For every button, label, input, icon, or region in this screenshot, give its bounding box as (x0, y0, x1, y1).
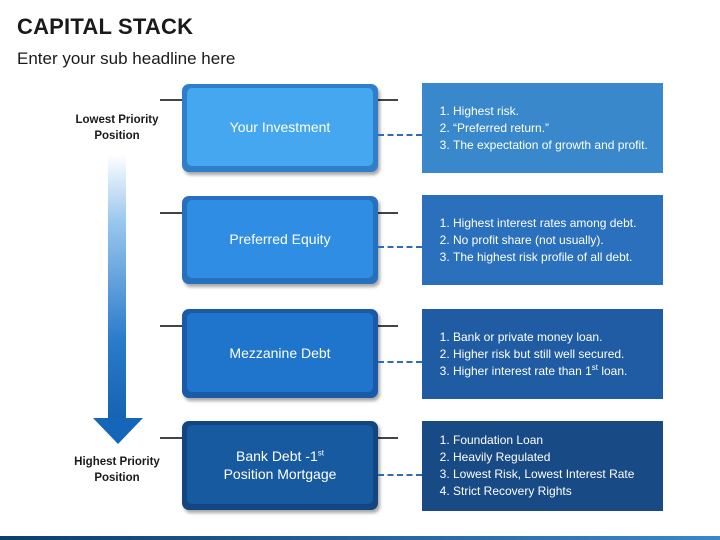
tier2-left-tick (160, 212, 186, 214)
tier1-right-tick (372, 99, 398, 101)
tier3-point-3-text: Higher interest rate than 1 (453, 363, 592, 378)
tier2-point-1: Highest interest rates among debt. (453, 215, 636, 232)
tier1-connector (378, 134, 422, 136)
tier4-point-3: Lowest Risk, Lowest Interest Rate (453, 466, 634, 483)
tier1-point-3: The expectation of growth and profit. (453, 137, 648, 154)
tier3-right-tick (372, 325, 398, 327)
tier4-point-2: Heavily Regulated (453, 449, 634, 466)
tier3-point-3-tail: loan. (597, 363, 628, 378)
tier4-right-tick (372, 437, 398, 439)
page-title: CAPITAL STACK (17, 14, 194, 39)
highest-priority-label: Highest Priority Position (52, 454, 182, 486)
tier1-box-face: Your Investment (187, 88, 373, 166)
lowest-priority-label: Lowest Priority Position (52, 112, 182, 144)
priority-down-arrow-icon (93, 154, 143, 444)
tier2-point-3: The highest risk profile of all debt. (453, 249, 636, 266)
tier4-point-4: Strict Recovery Rights (453, 483, 634, 500)
lowest-priority-line1: Lowest Priority (75, 114, 159, 126)
tier4-point-1: Foundation Loan (453, 432, 634, 449)
tier3-point-2: Higher risk but still well secured. (453, 346, 627, 363)
tier4-box-label-line1: Bank Debt -1st (236, 447, 324, 465)
tier2-points: Highest interest rates among debt. No pr… (422, 215, 644, 266)
page-subtitle: Enter your sub headline here (17, 49, 236, 68)
lowest-priority-line2: Position (94, 130, 140, 142)
bottom-accent-bar (0, 536, 720, 540)
tier2-connector (378, 246, 422, 248)
tier2-right-tick (372, 212, 398, 214)
tier2-panel: Highest interest rates among debt. No pr… (422, 195, 663, 285)
tier4-panel: Foundation Loan Heavily Regulated Lowest… (422, 421, 663, 511)
tier1-box: Your Investment (182, 84, 378, 172)
tier3-panel: Bank or private money loan. Higher risk … (422, 309, 663, 399)
tier1-left-tick (160, 99, 186, 101)
tier4-box: Bank Debt -1st Position Mortgage (182, 421, 378, 510)
highest-priority-line1: Highest Priority (74, 456, 160, 468)
tier4-box-label-sup: st (317, 447, 324, 457)
highest-priority-line2: Position (94, 472, 140, 484)
tier3-point-3: Higher interest rate than 1st loan. (453, 363, 627, 380)
tier4-connector (378, 474, 422, 476)
tier1-point-1: Highest risk. (453, 103, 648, 120)
tier2-box: Preferred Equity (182, 196, 378, 284)
tier2-box-face: Preferred Equity (187, 200, 373, 278)
tier3-box-label: Mezzanine Debt (229, 344, 331, 361)
tier4-box-label-text: Bank Debt -1 (236, 447, 318, 464)
tier3-connector (378, 361, 422, 363)
tier2-box-label: Preferred Equity (229, 231, 331, 247)
tier3-left-tick (160, 325, 186, 327)
tier2-point-2: No profit share (not usually). (453, 232, 636, 249)
tier3-point-3-sup: st (591, 362, 598, 372)
tier3-box: Mezzanine Debt (182, 309, 378, 398)
tier1-panel: Highest risk. “Preferred return.” The ex… (422, 83, 663, 173)
tier4-box-label-line2: Position Mortgage (223, 465, 337, 482)
tier4-box-face: Bank Debt -1st Position Mortgage (187, 425, 373, 504)
tier1-points: Highest risk. “Preferred return.” The ex… (422, 103, 656, 154)
tier4-left-tick (160, 437, 186, 439)
tier3-box-face: Mezzanine Debt (187, 313, 373, 392)
tier4-points: Foundation Loan Heavily Regulated Lowest… (422, 432, 642, 500)
tier1-box-label: Your Investment (229, 119, 331, 135)
tier3-points: Bank or private money loan. Higher risk … (422, 329, 635, 380)
tier3-point-1: Bank or private money loan. (453, 329, 627, 346)
tier1-point-2: “Preferred return.” (453, 120, 648, 137)
